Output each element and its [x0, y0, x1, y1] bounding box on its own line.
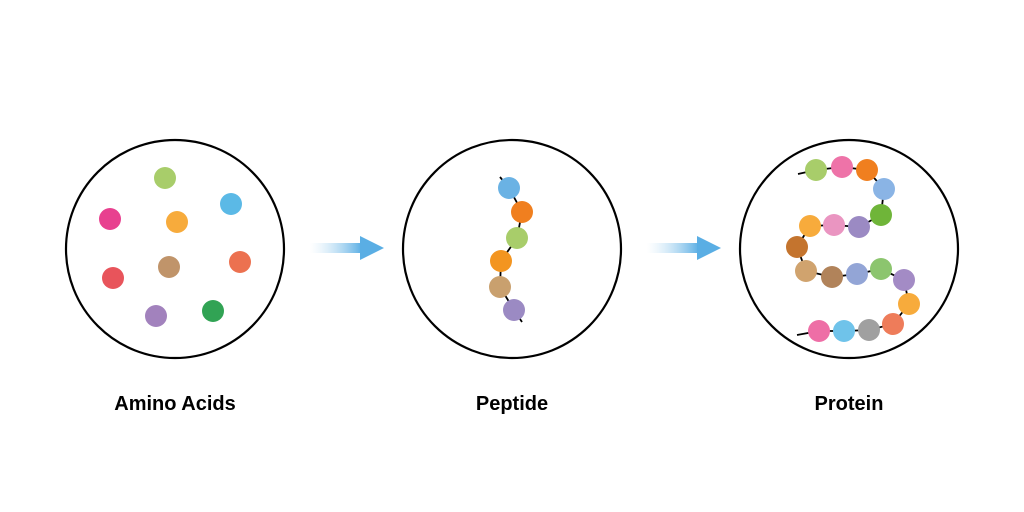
protein-residue: [856, 159, 878, 181]
peptide-residue: [503, 299, 525, 321]
peptide-residue: [489, 276, 511, 298]
amino-acid: [99, 208, 121, 230]
protein-circle: [738, 138, 960, 360]
amino-acids-circle: [64, 138, 286, 360]
protein-residue: [846, 263, 868, 285]
amino-acids-label: Amino Acids: [114, 393, 236, 415]
amino-acid: [158, 256, 180, 278]
amino-acid: [202, 300, 224, 322]
amino-acid: [229, 251, 251, 273]
protein-residue: [870, 258, 892, 280]
protein-residue: [833, 320, 855, 342]
amino-acid: [166, 211, 188, 233]
peptide-residue: [490, 250, 512, 272]
protein-residue: [808, 320, 830, 342]
peptide-residue: [511, 201, 533, 223]
protein-residue: [893, 269, 915, 291]
protein-residue: [823, 214, 845, 236]
protein-residue: [873, 178, 895, 200]
peptide-circle: [401, 138, 623, 360]
amino-acid: [145, 305, 167, 327]
protein-residue: [831, 156, 853, 178]
protein-residue: [799, 215, 821, 237]
protein-residue: [805, 159, 827, 181]
free-amino-acids: [99, 167, 251, 327]
protein-residue: [898, 293, 920, 315]
peptide-residues: [489, 177, 533, 321]
amino-acid: [220, 193, 242, 215]
protein-residue: [870, 204, 892, 226]
protein-residue: [882, 313, 904, 335]
amino-acid: [154, 167, 176, 189]
protein-residue: [848, 216, 870, 238]
protein-residue: [821, 266, 843, 288]
peptide-residue: [506, 227, 528, 249]
protein-residue: [858, 319, 880, 341]
protein-chain: [786, 156, 920, 342]
peptide-label: Peptide: [475, 393, 549, 415]
amino-acid: [102, 267, 124, 289]
arrow-1: [310, 236, 384, 260]
protein-residue: [786, 236, 808, 258]
protein-residue: [795, 260, 817, 282]
protein-residues: [786, 156, 920, 342]
protein-label: Protein: [814, 393, 884, 415]
arrow-2: [647, 236, 721, 260]
peptide-chain: [489, 176, 533, 323]
peptide-residue: [498, 177, 520, 199]
